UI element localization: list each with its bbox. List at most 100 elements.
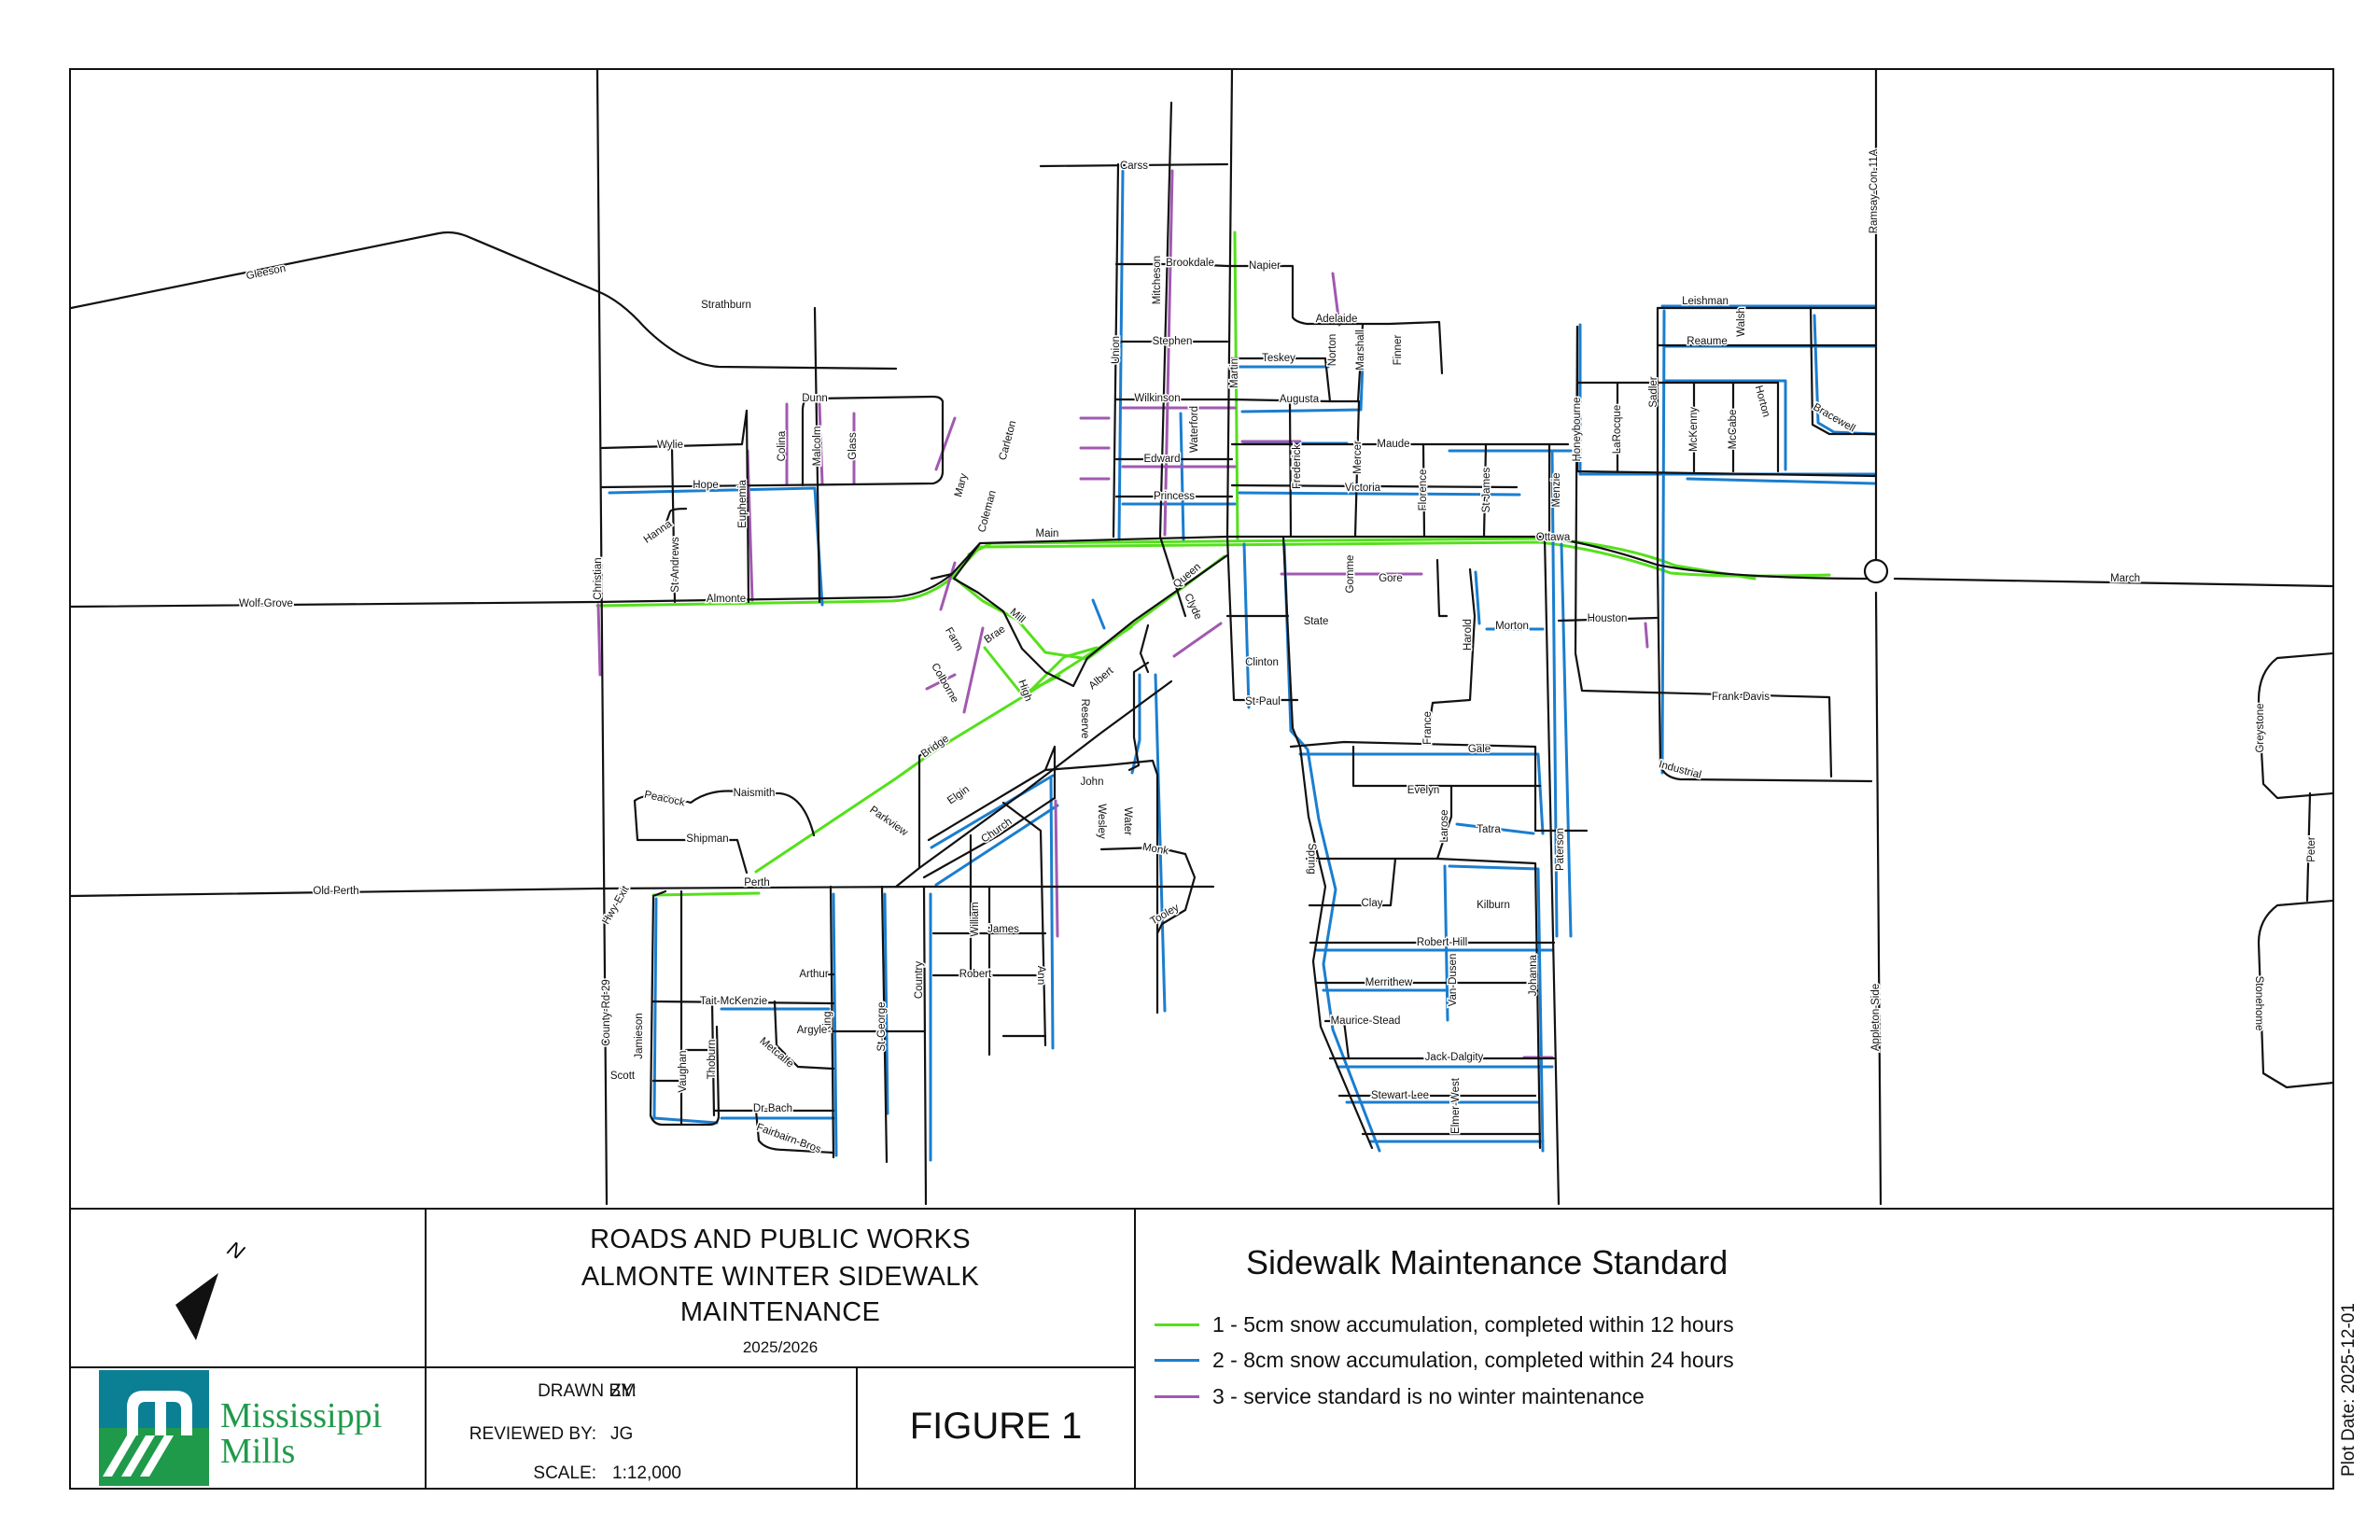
street-label: Albert [1087,665,1116,692]
street-label: St-Andrews [670,537,681,593]
street-label: Clinton [1245,657,1279,668]
roundabout [1863,558,1889,584]
street-label: Almonte [707,594,746,605]
street-label: Johanna [1528,954,1539,996]
street-label: Frederick [1292,444,1303,489]
street-label: John [1081,777,1104,788]
street-label: March [2110,573,2140,584]
street-label: Gleeson [245,263,287,283]
street-label: Elmer-West [1450,1077,1462,1134]
green-line-icon [1155,1323,1199,1326]
street-label: Hope [693,480,719,491]
street-label: Colborne [929,662,960,705]
street-label: Euphemia [737,480,749,528]
street-label: Menzie [1551,472,1562,507]
street-label: Arthur [799,969,828,980]
priority-1-sidewalks [595,231,1831,897]
street-label: Horton [1753,385,1772,418]
street-label: Old-Perth [313,886,358,897]
street-label: Dr-Bach [753,1103,792,1114]
street-label: Houston [1588,613,1628,624]
street-label: McKenny [1688,407,1700,452]
street-label: Mary [953,472,970,498]
street-label: Thoburn [707,1040,718,1080]
road-network [71,70,2332,1206]
street-label: Wolf-Grove [239,598,293,609]
street-label: Morton [1495,621,1529,632]
scale-label: SCALE: [533,1463,596,1483]
street-label: Gore [1379,573,1403,584]
street-label: Elgin [945,784,972,807]
figure-number: FIGURE 1 [909,1406,1083,1447]
north-arrow-icon: N [175,1237,248,1340]
street-label: Mercer [1352,441,1364,474]
street-label: Robert-Hill [1417,937,1467,948]
street-label: Larose [1439,809,1450,842]
street-label: Christian [593,557,604,599]
street-label: Maude [1377,439,1409,450]
title-line-3: MAINTENANCE [679,1297,881,1327]
logo-mark-icon [99,1370,209,1486]
street-label: Clay [1361,898,1382,909]
street-label: Merrithew [1365,977,1413,988]
street-label: Gale [1468,744,1491,755]
street-label: Kilburn [1477,900,1510,911]
street-label: France [1422,711,1434,745]
street-label: Teskey [1262,353,1295,364]
priority-2-sidewalks [608,169,1876,1162]
legend-item-priority-2: 2 - 8cm snow accumulation, completed wit… [1155,1348,1734,1373]
street-label: Sadler [1648,376,1659,407]
logo-text-line-1: Mississippi [220,1396,383,1435]
drawn-by-label: DRAWN BY: [538,1381,637,1401]
metadata-cell: DRAWN BY: ZM REVIEWED BY: JG SCALE: 1:12… [425,1366,858,1490]
street-label: Princess [1154,491,1195,502]
street-label: Reserve [1079,699,1090,739]
street-label: Shipman [686,833,728,845]
street-label: Wesley [1096,804,1107,839]
street-label: Harold [1463,619,1474,651]
street-label: Greystone [2255,703,2266,752]
legend-label: 2 - 8cm snow accumulation, completed wit… [1212,1348,1734,1372]
street-label: Farm [943,625,965,652]
plot-date: Plot Date: 2025-12-01 [2339,1303,2359,1477]
north-arrow-cell: N [69,1208,427,1368]
street-label: Jamieson [634,1013,645,1058]
street-label: Mill [1008,607,1028,625]
street-label: St-George [876,1001,888,1051]
street-label: Reaume [1687,336,1727,347]
legend-cell: Sidewalk Maintenance Standard 1 - 5cm sn… [1134,1208,2334,1490]
street-label: Stonehome [2253,976,2264,1031]
street-label: Peacock [643,790,686,809]
legend-title: Sidewalk Maintenance Standard [1246,1243,1729,1281]
street-label: Water [1122,807,1133,835]
north-label: N [224,1237,248,1265]
street-label: King [822,1011,833,1032]
street-label: Country [914,961,925,1000]
street-label: James [987,924,1019,935]
street-label: Ann [1035,966,1046,985]
mississippi-mills-logo [99,1370,209,1486]
street-label: Wilkinson [1134,393,1180,404]
street-label: Leishman [1682,296,1729,307]
street-label: Martin [1229,358,1240,388]
figure-cell: FIGURE 1 [856,1366,1136,1490]
street-label: St-James [1481,467,1492,512]
street-label: Florence [1418,469,1429,511]
street-label: Honeybourne [1572,397,1583,461]
street-label: Edward [1144,454,1181,465]
street-label: Walsh [1736,307,1747,337]
street-label: Malcolm [812,427,823,467]
street-label: Glass [847,432,859,460]
street-label: Van-Dusen [1448,954,1459,1007]
street-label: Monk [1141,842,1169,858]
street-label: LaRocque [1612,405,1623,454]
street-label: County-Rd-29 [601,979,612,1046]
scale-value: 1:12,000 [612,1463,681,1483]
blue-line-icon [1155,1359,1199,1362]
street-label: Strathburn [701,300,751,311]
street-label: Adelaide [1316,314,1358,325]
street-label: Stewart-Lee [1371,1090,1429,1101]
street-label: Victoria [1345,483,1381,494]
street-label: Scott [610,1071,636,1082]
